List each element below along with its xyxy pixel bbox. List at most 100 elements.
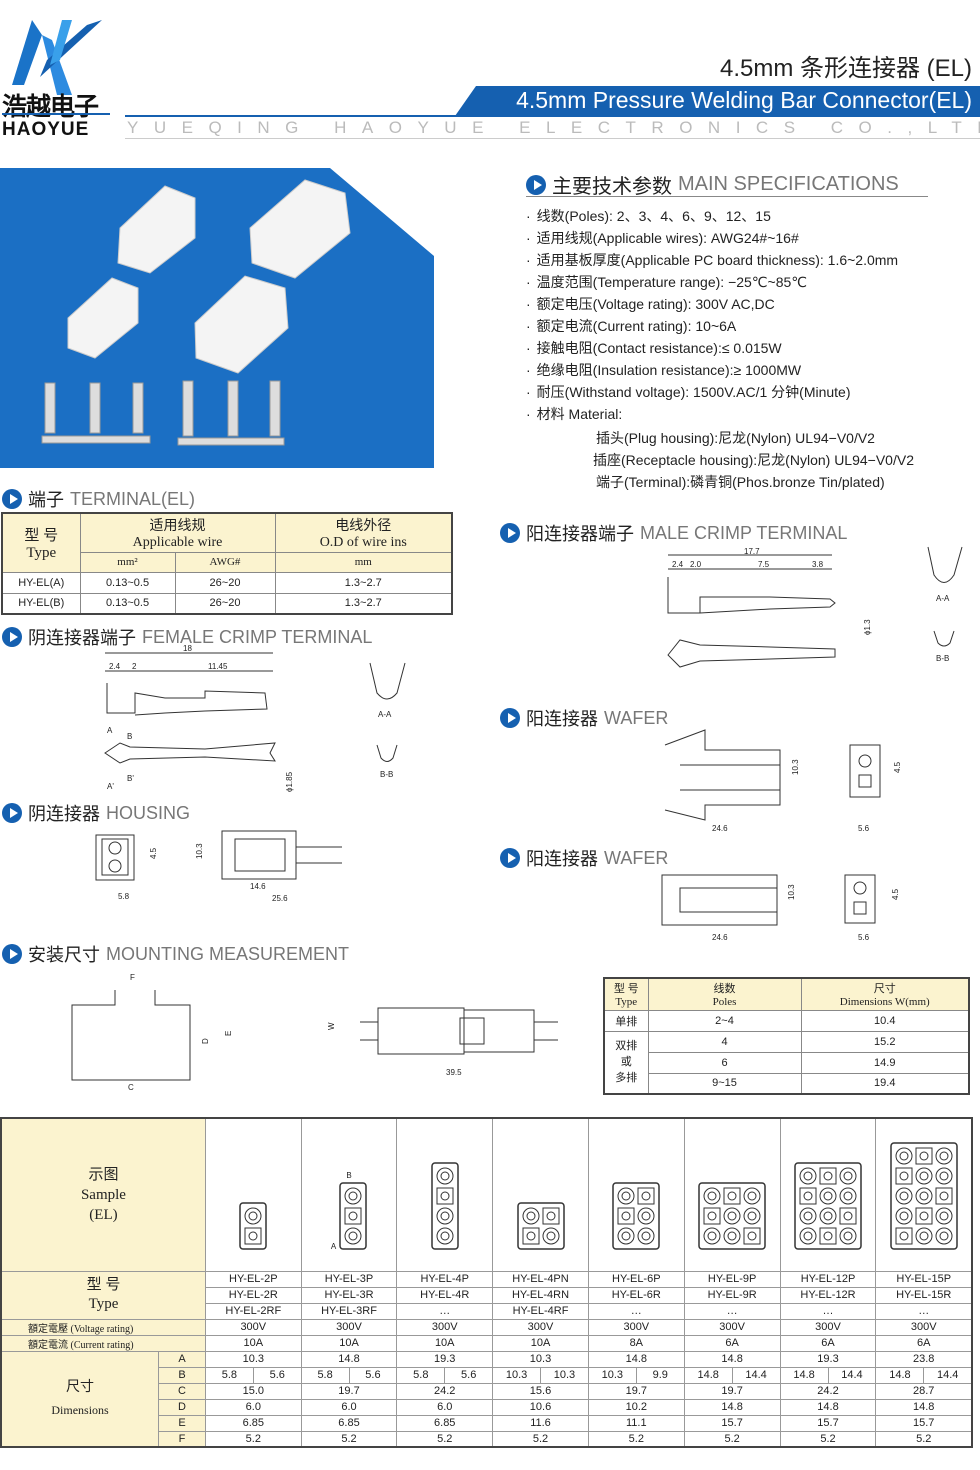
svg-text:10.3: 10.3	[787, 884, 796, 900]
dimension-value: 19.3	[779, 1350, 877, 1368]
dimension-value: 5.2	[492, 1430, 589, 1448]
dimension-value: 10.3	[540, 1366, 589, 1384]
connector-pin-layout-icon	[339, 1181, 367, 1250]
model-number: HY-EL-4RF	[492, 1302, 589, 1320]
spec-item: ·温度范围(Temperature range): −25℃~85℃	[526, 274, 808, 290]
rating-value: 8A	[587, 1334, 685, 1352]
wafer-2-drawing: 10.324.6 4.55.6	[661, 874, 900, 942]
dimension-value: 5.2	[396, 1430, 494, 1448]
sample-cell	[875, 1117, 973, 1272]
rating-value: 10A	[492, 1334, 589, 1352]
bullet-icon: ·	[526, 252, 531, 268]
dimension-value: 10.6	[492, 1398, 589, 1416]
svg-text:B: B	[127, 732, 132, 741]
spec-item: ·额定电压(Voltage rating): 300V AC,DC	[526, 296, 775, 312]
dimension-value: 19.7	[587, 1382, 685, 1400]
section-bullet-icon	[500, 708, 520, 728]
model-number: HY-EL-6R	[587, 1286, 685, 1304]
bullet-icon: ·	[526, 318, 531, 334]
svg-text:5.8: 5.8	[118, 892, 130, 901]
material-item: 插座(Receptacle housing):尼龙(Nylon) UL94−V0…	[593, 452, 914, 468]
rating-value: 300V	[875, 1318, 973, 1336]
rating-value: 10A	[204, 1334, 302, 1352]
spec-item: ·耐压(Withstand voltage): 1500V.AC/1 分钟(Mi…	[526, 384, 851, 400]
svg-text:2.4: 2.4	[672, 560, 684, 569]
spec-item: ·接触电阻(Contact resistance):≤ 0.015W	[526, 340, 782, 356]
svg-text:4.5: 4.5	[891, 888, 900, 900]
dimension-value: 14.8	[875, 1366, 925, 1384]
dimension-value: 14.8	[587, 1350, 685, 1368]
svg-text:14.6: 14.6	[250, 882, 266, 891]
dimension-value: 19.7	[300, 1382, 398, 1400]
dimension-value: 14.8	[683, 1350, 781, 1368]
dimension-value: 14.8	[300, 1350, 398, 1368]
connector-pin-layout-icon	[698, 1181, 766, 1250]
spec-item: ·线数(Poles): 2、3、4、6、9、12、15	[526, 208, 771, 224]
rating-value: 300V	[300, 1318, 398, 1336]
spec-item: ·额定电流(Current rating): 10~6A	[526, 318, 737, 334]
dimension-value: 10.3	[492, 1366, 541, 1384]
connector-pin-layout-icon	[430, 1161, 459, 1250]
svg-text:ϕ1.85: ϕ1.85	[285, 771, 294, 792]
svg-text:5.6: 5.6	[858, 824, 870, 833]
dimension-value: 5.6	[444, 1366, 494, 1384]
dimension-value: 5.2	[300, 1430, 398, 1448]
title-cn: 4.5mm 条形连接器 (EL)	[719, 55, 972, 82]
company-logo: 浩越电子 HAOYUE	[2, 15, 112, 140]
bullet-icon: ·	[526, 296, 531, 312]
rating-value: 300V	[204, 1318, 302, 1336]
dimension-value: 10.3	[587, 1366, 637, 1384]
connector-pin-layout-icon	[239, 1201, 268, 1250]
dimension-value: 5.2	[683, 1430, 781, 1448]
rating-value: 300V	[779, 1318, 877, 1336]
svg-text:25.6: 25.6	[272, 894, 288, 903]
rating-value: 6A	[683, 1334, 781, 1352]
rating-value: 300V	[587, 1318, 685, 1336]
dimension-value: 10.2	[587, 1398, 685, 1416]
dimension-value: 10.3	[204, 1350, 302, 1368]
svg-text:7.5: 7.5	[758, 560, 770, 569]
dimension-value: 6.0	[204, 1398, 302, 1416]
dimension-value: 5.2	[779, 1430, 877, 1448]
dimension-value: 28.7	[875, 1382, 973, 1400]
dimension-value: 5.8	[204, 1366, 254, 1384]
connector-pin-layout-icon	[889, 1141, 958, 1250]
model-number: HY-EL-9P	[683, 1270, 781, 1288]
dimension-value: 15.7	[683, 1414, 781, 1432]
dimension-letter: F	[158, 1430, 206, 1448]
dimension-value: 15.7	[875, 1414, 973, 1432]
dimension-value: 5.2	[875, 1430, 973, 1448]
svg-text:B-B: B-B	[380, 770, 393, 779]
dimension-value: 19.7	[683, 1382, 781, 1400]
connector-pin-layout-icon	[516, 1201, 565, 1250]
rating-value: 10A	[300, 1334, 398, 1352]
dimension-value: 5.2	[204, 1430, 302, 1448]
dimension-value: 6.0	[396, 1398, 494, 1416]
svg-text:E: E	[224, 1031, 233, 1036]
rating-label: 額定電流 (Current rating)	[0, 1334, 206, 1352]
model-number: HY-EL-3P	[300, 1270, 398, 1288]
title-en: 4.5mm Pressure Welding Bar Connector(EL)	[516, 87, 972, 113]
rating-value: 300V	[683, 1318, 781, 1336]
model-number: …	[683, 1302, 781, 1320]
dimension-value: 24.2	[779, 1382, 877, 1400]
svg-text:24.6: 24.6	[712, 824, 728, 833]
model-number: HY-EL-2RF	[204, 1302, 302, 1320]
dimension-value: 9.9	[635, 1366, 685, 1384]
svg-text:17.7: 17.7	[744, 547, 760, 556]
svg-text:A: A	[107, 726, 113, 735]
